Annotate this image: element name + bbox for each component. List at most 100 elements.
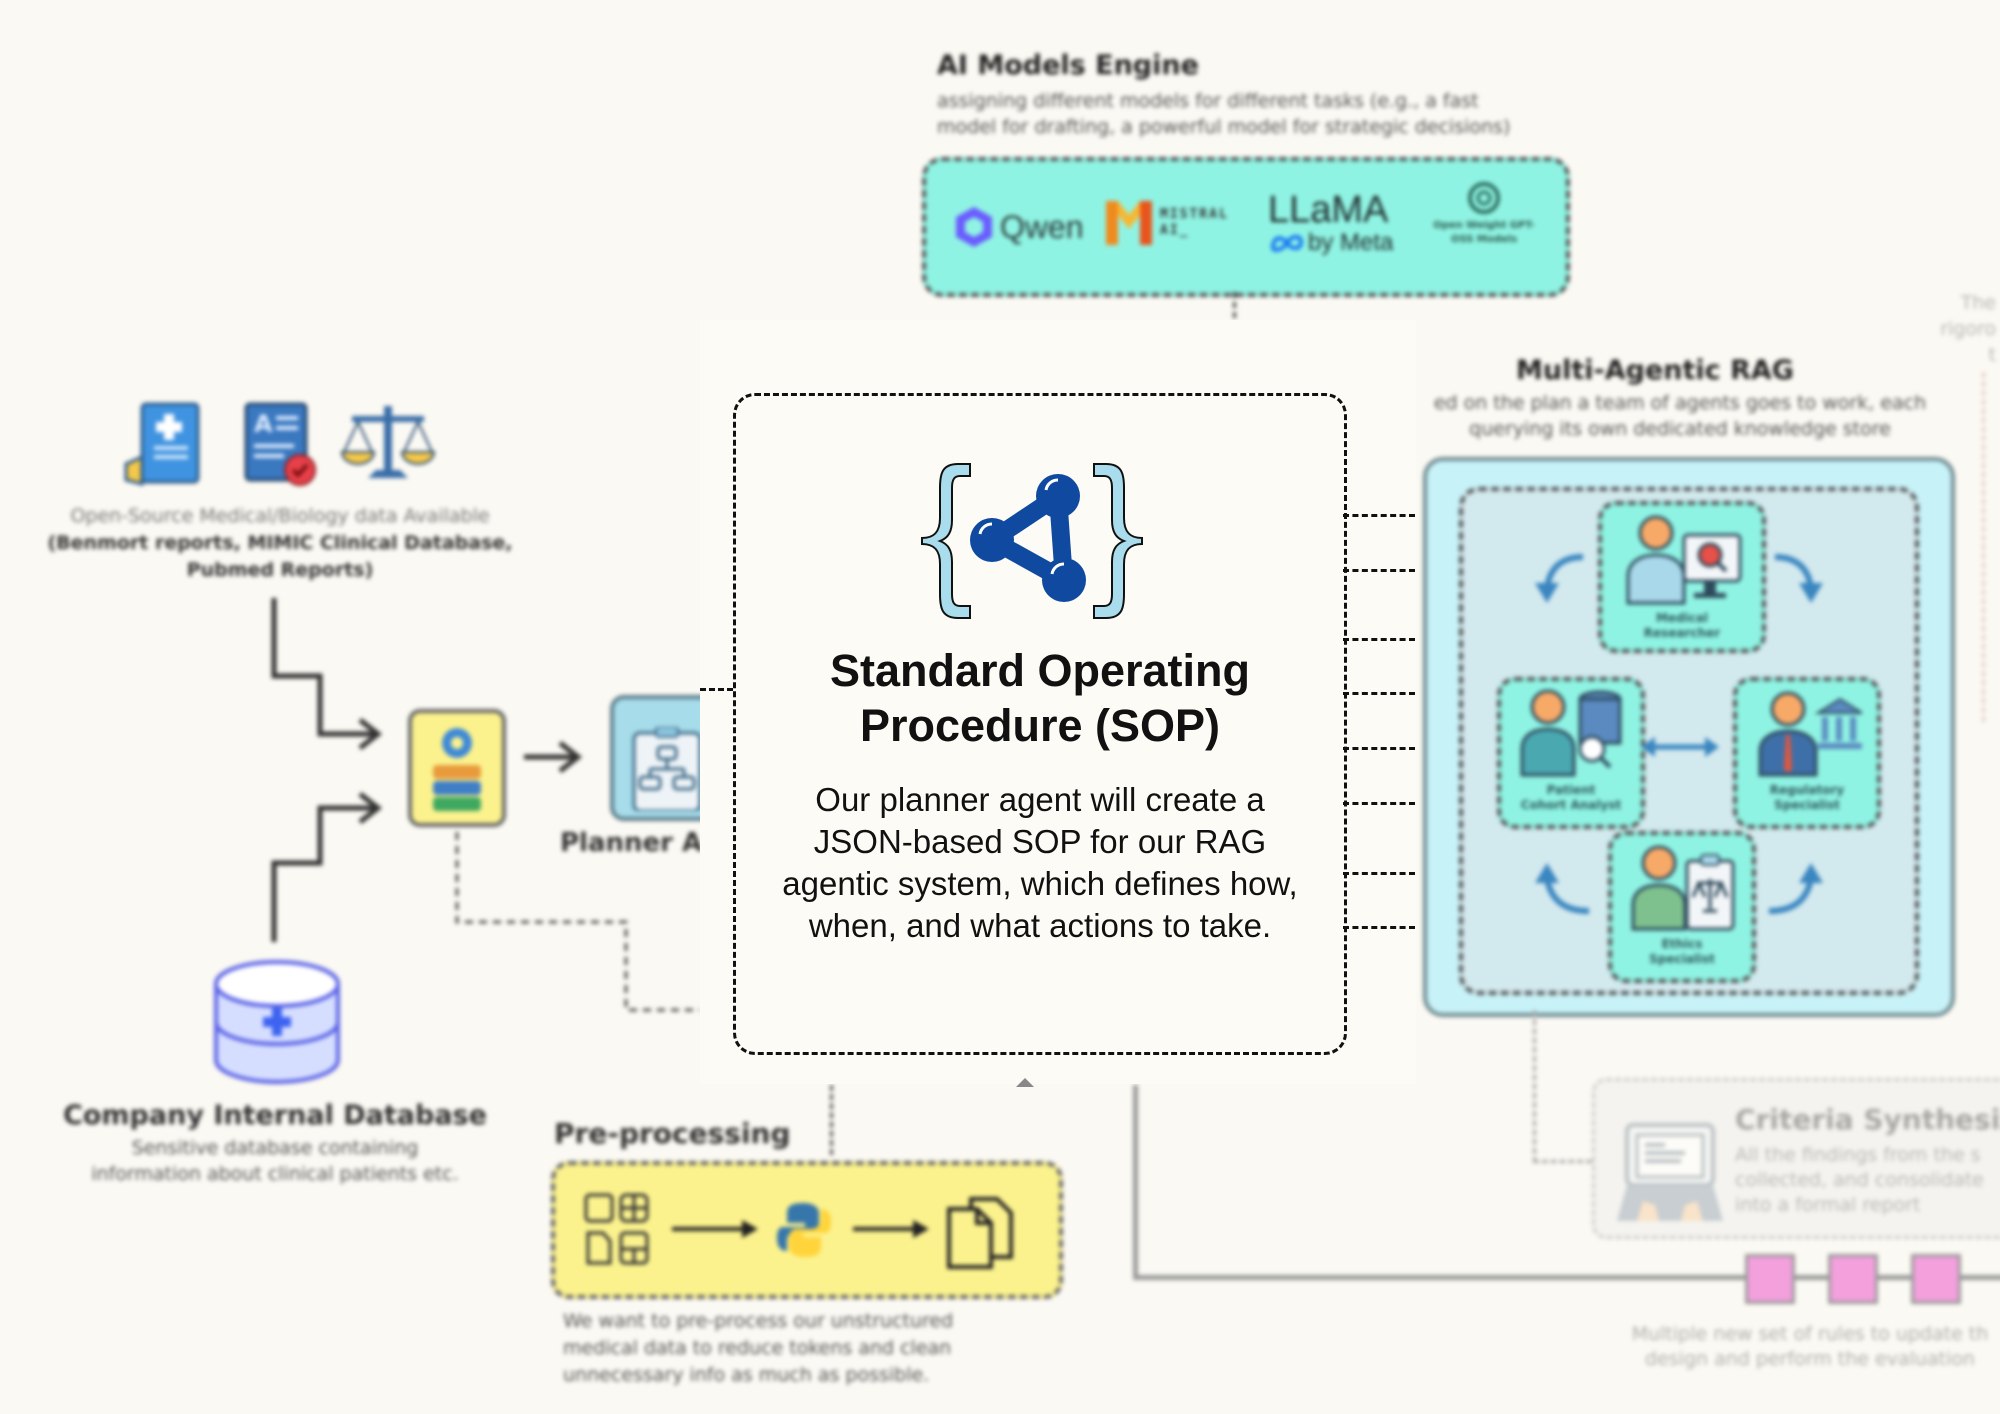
qwen-label: Qwen: [1000, 208, 1084, 245]
meta-row: by Meta: [1268, 229, 1393, 257]
agent-cycle-arrows: [1535, 554, 1823, 914]
sop-title: Standard Operating Procedure (SOP): [736, 643, 1344, 753]
ethics-specialist-line2: Specialist: [1649, 952, 1715, 966]
top-right-line1: The: [1960, 292, 1996, 314]
org-chart-clipboard-icon: [632, 727, 702, 811]
laptop-typing-icon: [1617, 1123, 1723, 1221]
legal-scale-icon: [340, 406, 436, 478]
sop-connector-stub: [1343, 638, 1415, 641]
top-right-fragment: The rigoro t: [1900, 290, 1996, 368]
curved-arrow-icon-2: [1799, 583, 1823, 603]
criteria-title: Criteria Synthesize: [1735, 1103, 2000, 1136]
meta-label: by Meta: [1308, 229, 1394, 256]
sop-title-line1: Standard Operating: [829, 645, 1251, 696]
rag-subtitle-line1: ed on the plan a team of agents goes to …: [1433, 392, 1927, 414]
file-types-icon: [584, 1193, 649, 1265]
sop-connector-stub: [1343, 926, 1415, 929]
regulatory-specialist-icon: [1758, 691, 1866, 777]
medical-book-icon: [124, 402, 200, 486]
curved-arrow-icon-3: [1535, 863, 1559, 883]
sop-focus-panel: Standard Operating Procedure (SOP) Our p…: [700, 320, 1416, 1087]
model-gpt-oss: Open Weight GPT-OSS Models: [1426, 181, 1542, 247]
model-qwen: Qwen: [954, 205, 1084, 249]
rule-block: [1745, 1254, 1795, 1304]
curved-arrow-icon: [1535, 583, 1559, 603]
criteria-text: All the findings from the s collected, a…: [1735, 1143, 1984, 1218]
etl-box: [408, 709, 506, 827]
open-source-line2: (Benmort reports, MIMIC Clinical Databas…: [47, 532, 513, 554]
criteria-line2: collected, and consolidate: [1735, 1169, 1984, 1191]
criteria-connector: [1533, 1010, 1592, 1163]
preprocessing-line3: unnecessary info as much as possible.: [563, 1364, 930, 1386]
arrow-right-icon: [672, 1220, 758, 1238]
cohort-analyst-line2: Cohort Analyst: [1520, 798, 1622, 812]
json-graph-icon: [921, 463, 1143, 619]
mistral-logo-icon: [1106, 201, 1152, 245]
company-db-line2: information about clinical patients etc.: [91, 1163, 459, 1185]
company-db-title: Company Internal Database: [63, 1100, 487, 1131]
top-right-line2: rigoro: [1940, 318, 1996, 340]
ai-models-box: Qwen MISTRAL AI_ LLaMA by Meta Open Weig…: [922, 157, 1570, 297]
preprocessing-text: We want to pre-process our unstructured …: [563, 1308, 953, 1389]
ai-models-subtitle-line2: model for drafting, a powerful model for…: [937, 116, 1511, 138]
sop-connector-stub: [1343, 569, 1415, 572]
sop-connector-stub: [1343, 747, 1415, 750]
rule-block: [1828, 1254, 1878, 1304]
arrow-right-icon-2: [853, 1220, 929, 1238]
company-db-line1: Sensitive database containing: [131, 1137, 419, 1159]
open-source-line3: Pubmed Reports): [186, 559, 374, 581]
rule-block: [1911, 1254, 1961, 1304]
sop-connector-stub: [1343, 802, 1415, 805]
svg-text:A: A: [254, 410, 273, 438]
criteria-box: Criteria Synthesize All the findings fro…: [1592, 1078, 2000, 1239]
rag-title: Multi-Agentic RAG: [1516, 355, 1794, 386]
company-db-text: Company Internal Database Sensitive data…: [40, 1100, 510, 1187]
open-source-icons: A: [124, 402, 444, 487]
sop-description: Our planner agent will create a JSON-bas…: [782, 781, 1298, 944]
preprocessing-line1: We want to pre-process our unstructured: [563, 1310, 954, 1332]
open-source-text: Open-Source Medical/Biology data Availab…: [40, 503, 520, 584]
qwen-logo-icon: [956, 207, 992, 247]
gpt-oss-label: Open Weight GPT-OSS Models: [1433, 220, 1535, 245]
openai-logo-icon: [1468, 182, 1500, 214]
meta-logo-icon: [1270, 234, 1304, 252]
evaluation-line: [1133, 1085, 2000, 1280]
ai-models-subtitle-line1: assigning different models for different…: [937, 90, 1479, 112]
model-llama: LLaMA by Meta: [1268, 191, 1393, 257]
ai-models-subtitle: assigning different models for different…: [937, 88, 1510, 140]
top-right-line3: t: [1988, 344, 1996, 366]
tooltip-caret-icon: [1016, 1078, 1034, 1087]
ethics-specialist-line1: Ethics: [1661, 937, 1703, 951]
sop-card[interactable]: Standard Operating Procedure (SOP) Our p…: [733, 393, 1347, 1055]
sop-connector-stub: [1343, 692, 1415, 695]
medical-database-icon: [214, 960, 340, 1084]
regulatory-specialist-line1: Regulatory: [1769, 783, 1845, 797]
sop-left-connector: [700, 688, 733, 691]
ethics-specialist-icon: [1631, 845, 1735, 931]
left-connectors: [271, 598, 700, 1012]
medical-researcher-line1: Medical: [1655, 611, 1709, 625]
sop-connector-stub: [1343, 872, 1415, 875]
rules-caption-line2: design and perform the evaluation: [1645, 1348, 1975, 1370]
preprocessing-line2: medical data to reduce tokens and clean: [563, 1337, 952, 1359]
criteria-line3: into a formal report: [1735, 1194, 1921, 1216]
right-dashed-connector: [1982, 372, 1997, 722]
preprocessing-title: Pre-processing: [554, 1117, 791, 1150]
rules-caption-line1: Multiple new set of rules to update th: [1631, 1323, 1989, 1345]
rag-subtitle: ed on the plan a team of agents goes to …: [1410, 390, 1950, 442]
cohort-analyst-icon: [1520, 689, 1622, 777]
documents-icon: [947, 1197, 1013, 1269]
sop-title-line2: Procedure (SOP): [859, 700, 1221, 751]
open-source-line1: Open-Source Medical/Biology data Availab…: [70, 505, 490, 527]
ai-models-title: AI Models Engine: [937, 50, 1199, 81]
double-arrow-icon: [1705, 737, 1719, 757]
